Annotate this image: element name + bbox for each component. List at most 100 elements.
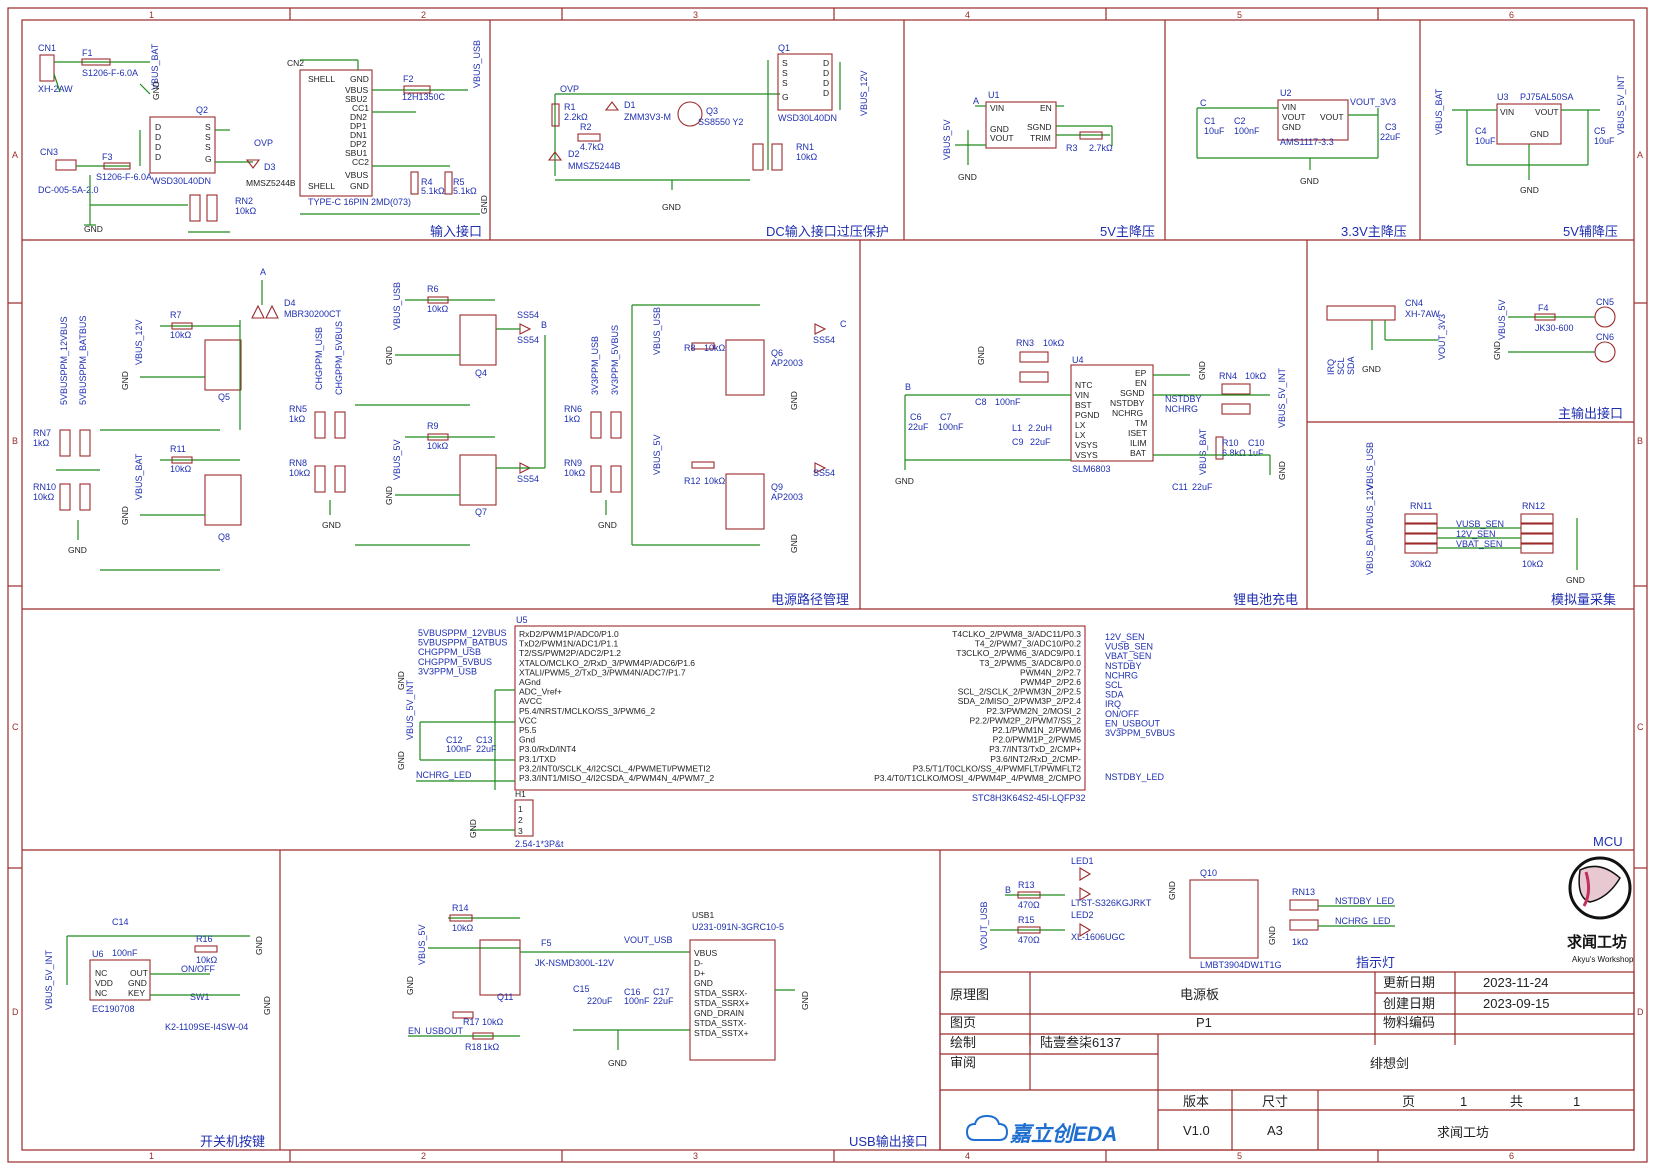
svg-text:LED2: LED2: [1071, 910, 1094, 920]
svg-text:VBUS_5V_INT: VBUS_5V_INT: [44, 949, 54, 1010]
svg-text:100nF: 100nF: [1234, 126, 1260, 136]
svg-text:GND: GND: [350, 181, 369, 191]
tb-update-value: 2023-11-24: [1483, 975, 1549, 990]
svg-text:R18: R18: [465, 1042, 482, 1052]
svg-text:AP2003: AP2003: [771, 492, 803, 502]
svg-text:DC-005-5A-2.0: DC-005-5A-2.0: [38, 185, 99, 195]
svg-text:30kΩ: 30kΩ: [1410, 559, 1432, 569]
mcu-right-pin: P2.0/PWM1P_2/PWM5: [993, 735, 1082, 745]
svg-text:EC190708: EC190708: [92, 1004, 135, 1014]
svg-text:RN10: RN10: [33, 482, 56, 492]
svg-text:XL-1606UGC: XL-1606UGC: [1071, 932, 1126, 942]
svg-text:GND: GND: [84, 224, 103, 234]
svg-text:RN3: RN3: [1016, 338, 1034, 348]
svg-text:F3: F3: [102, 152, 113, 162]
svg-text:S: S: [782, 68, 788, 78]
zone-col-2: 2: [421, 10, 426, 20]
svg-text:D: D: [823, 88, 829, 98]
mcu-left-net: 5VBUSPPM_BATBUS: [418, 638, 507, 648]
svg-text:S1206-F-6.0A: S1206-F-6.0A: [82, 68, 138, 78]
eda-logo: 嘉立创EDA: [965, 1114, 1117, 1146]
tb-create-value: 2023-09-15: [1483, 996, 1550, 1011]
svg-text:CN4: CN4: [1405, 298, 1423, 308]
svg-text:ILIM: ILIM: [1130, 438, 1147, 448]
svg-text:R17: R17: [463, 1017, 480, 1027]
svg-text:R8: R8: [684, 343, 696, 353]
svg-text:GND: GND: [396, 751, 406, 770]
mcu-left-pin-list: RxD2/PWM1P/ADC0/P1.0TxD2/PWM1N/ADC1/P1.1…: [519, 629, 714, 783]
svg-text:Q8: Q8: [218, 532, 230, 542]
tb-size-label: 尺寸: [1262, 1094, 1288, 1109]
svg-text:F2: F2: [403, 74, 414, 84]
svg-text:GND: GND: [662, 202, 681, 212]
svg-text:R10: R10: [1222, 438, 1239, 448]
usb-output-block: VBUS_5V R14 10kΩ Q11 GND R17 10kΩ R18 1k…: [405, 903, 810, 1068]
inner-border: [21, 19, 1635, 1151]
mcu-right-net: NCHRG: [1105, 670, 1138, 680]
mcu-right-net: SCL: [1105, 680, 1123, 690]
svg-text:VOUT_USB: VOUT_USB: [624, 935, 673, 945]
svg-text:RN6: RN6: [564, 404, 582, 414]
svg-text:F1: F1: [82, 48, 93, 58]
svg-text:R15: R15: [1018, 915, 1035, 925]
svg-text:VOUT: VOUT: [1320, 112, 1344, 122]
svg-text:K2-1109SE-I4SW-04: K2-1109SE-I4SW-04: [165, 1022, 248, 1032]
svg-text:VDD: VDD: [95, 978, 113, 988]
mcu-left-pin: AGnd: [519, 677, 541, 687]
svg-text:VBUS_5V: VBUS_5V: [942, 119, 952, 160]
svg-text:GND: GND: [1282, 122, 1301, 132]
svg-text:D1: D1: [624, 100, 636, 110]
svg-text:B: B: [905, 382, 911, 392]
svg-text:NCHRG_LED: NCHRG_LED: [416, 770, 472, 780]
svg-text:10kΩ: 10kΩ: [427, 441, 449, 451]
tb-page-of-label: 页: [1402, 1094, 1415, 1109]
svg-text:PGND: PGND: [1075, 410, 1100, 420]
company-logo: 求闻工坊 Akyu's Workshop: [1567, 856, 1634, 964]
svg-text:GND: GND: [1197, 361, 1207, 380]
svg-text:NC: NC: [95, 968, 107, 978]
section-title-power-path: 电源路径管理: [771, 592, 849, 607]
svg-text:B: B: [541, 320, 547, 330]
mcu-left-pin: P3.0/RxD/INT4: [519, 744, 576, 754]
svg-text:RN8: RN8: [289, 458, 307, 468]
svg-text:F4: F4: [1538, 303, 1549, 313]
mcu-right-pin: PWM4P_2/P2.6: [1021, 677, 1082, 687]
tb-create-label: 创建日期: [1383, 996, 1435, 1011]
svg-text:A: A: [260, 267, 266, 277]
svg-text:C8: C8: [975, 397, 987, 407]
svg-text:CN5: CN5: [1596, 297, 1614, 307]
svg-text:C7: C7: [940, 412, 952, 422]
tb-company: 求闻工坊: [1437, 1125, 1489, 1140]
svg-text:10kΩ: 10kΩ: [1043, 338, 1065, 348]
svg-text:R6: R6: [427, 284, 439, 294]
svg-text:2.7kΩ: 2.7kΩ: [1089, 143, 1113, 153]
section-title-dc-ovp: DC输入接口过压保护: [766, 224, 889, 239]
svg-text:SS54: SS54: [813, 335, 835, 345]
svg-text:LX: LX: [1075, 420, 1086, 430]
svg-text:D: D: [823, 78, 829, 88]
svg-text:GND: GND: [976, 346, 986, 365]
tb-project: 绯想剑: [1370, 1056, 1409, 1071]
indicator-block: B R13 470Ω LED1 LTST-S326KGJRKT VOUT_USB…: [979, 856, 1395, 970]
svg-text:470Ω: 470Ω: [1018, 900, 1040, 910]
svg-text:IRQ: IRQ: [1326, 359, 1336, 375]
zone-col-1: 1: [149, 10, 154, 20]
svg-text:1uF: 1uF: [1248, 448, 1264, 458]
svg-text:VBUS_BAT: VBUS_BAT: [1198, 428, 1208, 475]
mcu-right-net: ON/OFF: [1105, 709, 1139, 719]
svg-text:RN5: RN5: [289, 404, 307, 414]
svg-text:S: S: [205, 132, 211, 142]
svg-text:100nF: 100nF: [446, 744, 472, 754]
svg-text:10uF: 10uF: [1475, 136, 1496, 146]
svg-text:VBUS_BAT: VBUS_BAT: [1434, 88, 1444, 135]
zone-row-d: D: [12, 1007, 19, 1017]
svg-text:U3: U3: [1497, 92, 1509, 102]
svg-text:10kΩ: 10kΩ: [796, 152, 818, 162]
svg-text:Q9: Q9: [771, 482, 783, 492]
svg-text:100nF: 100nF: [938, 422, 964, 432]
svg-text:C11: C11: [1172, 482, 1188, 492]
svg-text:VBUS_USB: VBUS_USB: [652, 307, 662, 355]
svg-text:22uF: 22uF: [1192, 482, 1213, 492]
svg-text:VBUS_12V: VBUS_12V: [1365, 484, 1375, 530]
zone-col-6: 6: [1509, 10, 1514, 20]
